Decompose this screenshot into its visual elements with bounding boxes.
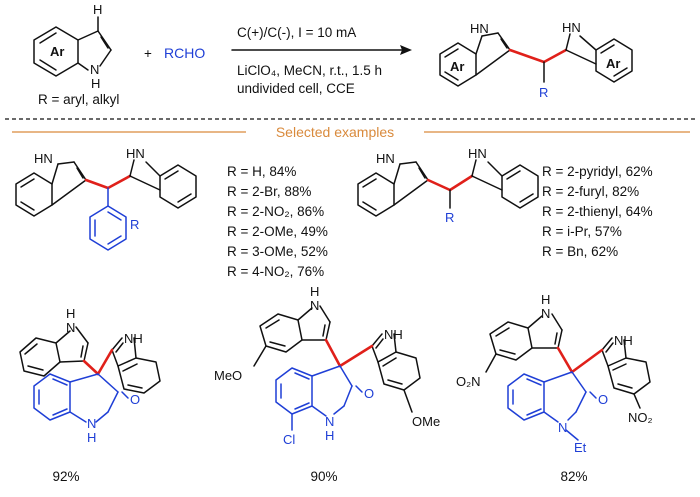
nh-label: NH [384,327,403,342]
nh-label: NH [124,331,143,346]
nitro-label: NO₂ [628,410,653,425]
r-label: R [445,210,454,225]
example-1-item: R = 3-OMe, 52% [227,244,328,259]
example-1-item: R = 2-Br, 88% [227,184,311,199]
ar-label: Ar [50,44,64,59]
example-1-item: R = 2-NO₂, 86% [227,204,324,219]
hn-label-1: HN [470,21,489,36]
example-1-list: R = H, 84% R = 2-Br, 88% R = 2-NO₂, 86% … [227,164,328,279]
chlorine-label: Cl [283,432,295,447]
conditions-top: C(+)/C(-), I = 10 mA [237,25,356,40]
conditions-middle: LiClO₄, MeCN, r.t., 1.5 h [237,63,382,78]
nitrogen-label: N [558,420,567,435]
hn-label-2: HN [468,146,487,161]
yield-label: 90% [310,469,337,484]
nitrogen-label: N [325,414,334,429]
ar-label-right: Ar [606,56,620,71]
hn-label-1: HN [34,151,53,166]
example-2-item: R = Bn, 62% [542,244,618,259]
hydrogen-label: H [541,292,550,307]
reaction-arrow [231,45,412,55]
hydrogen-label: H [87,430,96,445]
example-2-structure: HN HN R [357,146,539,225]
nitrogen-label: N [310,298,319,313]
nitrogen-label: N [541,306,550,321]
nitro-label: O₂N [456,374,481,389]
example-2-list: R = 2-pyridyl, 62% R = 2-furyl, 82% R = … [542,164,653,259]
example-1-structure: HN HN R [15,146,197,251]
r-label: R [539,85,548,100]
oxindole-product-3: N H NH O₂N NO₂ O N Et [456,292,653,455]
oxygen-label: O [130,392,140,407]
oxygen-label: O [364,386,374,401]
yield-label: 92% [52,469,79,484]
oxindole-product-2: N H NH MeO OMe O N H Cl [214,284,440,447]
hydrogen-label: H [310,284,319,299]
hn-label-1: HN [376,151,395,166]
reagent-rcho: RCHO [164,45,205,61]
nitrogen-label: N [90,62,99,77]
r-definition: R = aryl, alkyl [38,92,119,107]
hydrogen-top-label: H [93,2,102,17]
nitrogen-label: N [87,416,96,431]
plus-sign: + [144,46,152,61]
nh-label: NH [614,333,633,348]
ethyl-label: Et [574,440,587,455]
r-label: R [130,217,139,232]
ar-label-left: Ar [450,59,464,74]
example-1-item: R = 2-OMe, 49% [227,224,328,239]
example-1-item: R = 4-NO₂, 76% [227,264,324,279]
methoxy-label: MeO [214,368,242,383]
example-2-item: R = 2-thienyl, 64% [542,204,653,219]
section-title: Selected examples [276,124,394,140]
hydrogen-label: H [91,76,100,91]
oxindole-product-1: N H NH O N H [19,306,161,445]
yield-label: 82% [560,469,587,484]
hydrogen-label: H [66,306,75,321]
methoxy-label: OMe [412,414,440,429]
reactant-indole: Ar N H H [33,2,112,91]
hn-label-2: HN [562,20,581,35]
nitrogen-label: N [66,320,75,335]
hydrogen-label: H [325,428,334,443]
example-2-item: R = i-Pr, 57% [542,224,622,239]
example-2-item: R = 2-furyl, 82% [542,184,639,199]
oxygen-label: O [598,392,608,407]
example-1-item: R = H, 84% [227,164,296,179]
product-bis-indolylmethane: HN HN Ar Ar R [439,20,633,100]
hn-label-2: HN [126,146,145,161]
example-2-item: R = 2-pyridyl, 62% [542,164,653,179]
conditions-bottom: undivided cell, CCE [237,81,355,96]
